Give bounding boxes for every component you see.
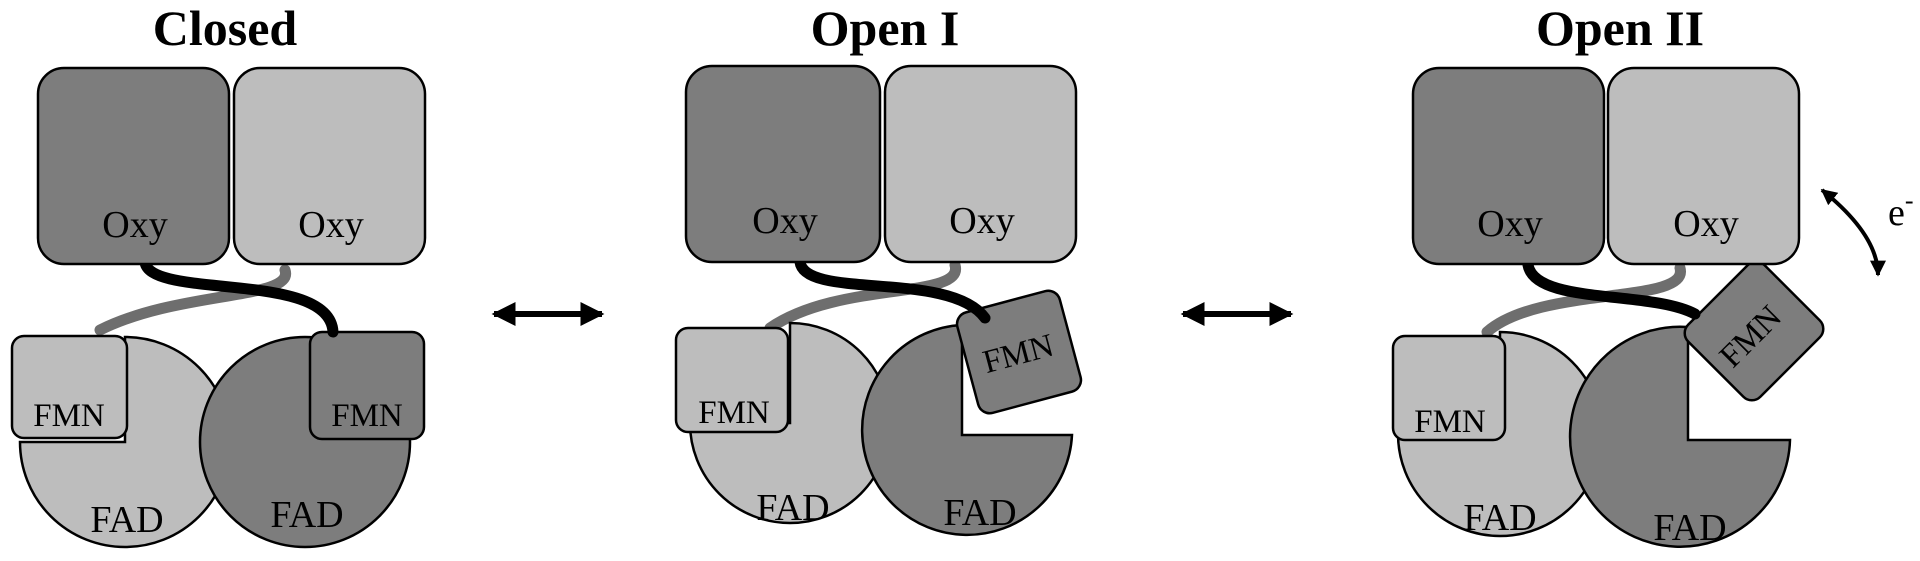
oxy-domain-light bbox=[1606, 66, 1801, 266]
fad-domain-dark bbox=[860, 323, 1074, 537]
label-fmn-right: FMN bbox=[331, 398, 403, 434]
fad-domain-light bbox=[688, 321, 892, 525]
fad-domain-dark bbox=[1568, 325, 1792, 548]
linker-dark bbox=[139, 256, 339, 338]
linker-dark bbox=[794, 256, 991, 324]
label-oxy-right: Oxy bbox=[1673, 203, 1738, 245]
oxy-domain-dark bbox=[684, 64, 882, 264]
oxy-domain-light bbox=[232, 66, 427, 266]
electron-charge: - bbox=[1905, 186, 1914, 215]
label-fad-left: FAD bbox=[756, 487, 829, 529]
label-fmn-left: FMN bbox=[1414, 404, 1486, 440]
electron-transfer-arrow bbox=[1820, 188, 1886, 277]
oxy-domain-light bbox=[883, 64, 1078, 264]
state-title-closed: Closed bbox=[153, 0, 298, 56]
label-oxy-left: Oxy bbox=[752, 200, 817, 242]
label-fad-left: FAD bbox=[1463, 497, 1536, 539]
label-oxy-left: Oxy bbox=[102, 204, 167, 246]
fad-domain-light bbox=[1396, 330, 1604, 538]
fad-domain-light bbox=[18, 335, 232, 549]
state-open-i: Open I Oxy Oxy FMN FMN FAD FAD bbox=[674, 0, 1083, 537]
fmn-domain-light bbox=[10, 334, 129, 440]
label-fmn-left: FMN bbox=[698, 395, 770, 431]
label-fad-right: FAD bbox=[1653, 507, 1726, 549]
label-oxy-right: Oxy bbox=[298, 204, 363, 246]
oxy-domain-dark bbox=[1411, 66, 1606, 266]
label-fad-right: FAD bbox=[943, 492, 1016, 534]
electron-symbol: e bbox=[1888, 192, 1905, 234]
state-title-open-ii: Open II bbox=[1536, 0, 1704, 56]
label-oxy-right: Oxy bbox=[949, 200, 1014, 242]
label-fmn-left: FMN bbox=[33, 398, 105, 434]
linker-dark bbox=[1522, 259, 1701, 320]
state-open-ii: Open II Oxy Oxy FMN FMN FAD FAD e- bbox=[1391, 0, 1914, 549]
linker-light bbox=[94, 264, 291, 336]
state-title-open-i: Open I bbox=[811, 0, 960, 56]
fmn-domain-light bbox=[674, 326, 790, 434]
label-fad-right: FAD bbox=[270, 494, 343, 536]
label-oxy-left: Oxy bbox=[1477, 203, 1542, 245]
fmn-domain-dark bbox=[308, 330, 426, 441]
fmn-domain-light bbox=[1391, 334, 1507, 442]
label-fad-left: FAD bbox=[90, 499, 163, 541]
electron-label: e- bbox=[1888, 186, 1914, 234]
state-closed: Closed Oxy Oxy FMN FMN FAD FAD bbox=[10, 0, 427, 549]
oxy-domain-dark bbox=[36, 66, 231, 266]
fmn-domain-dark bbox=[1683, 260, 1825, 402]
